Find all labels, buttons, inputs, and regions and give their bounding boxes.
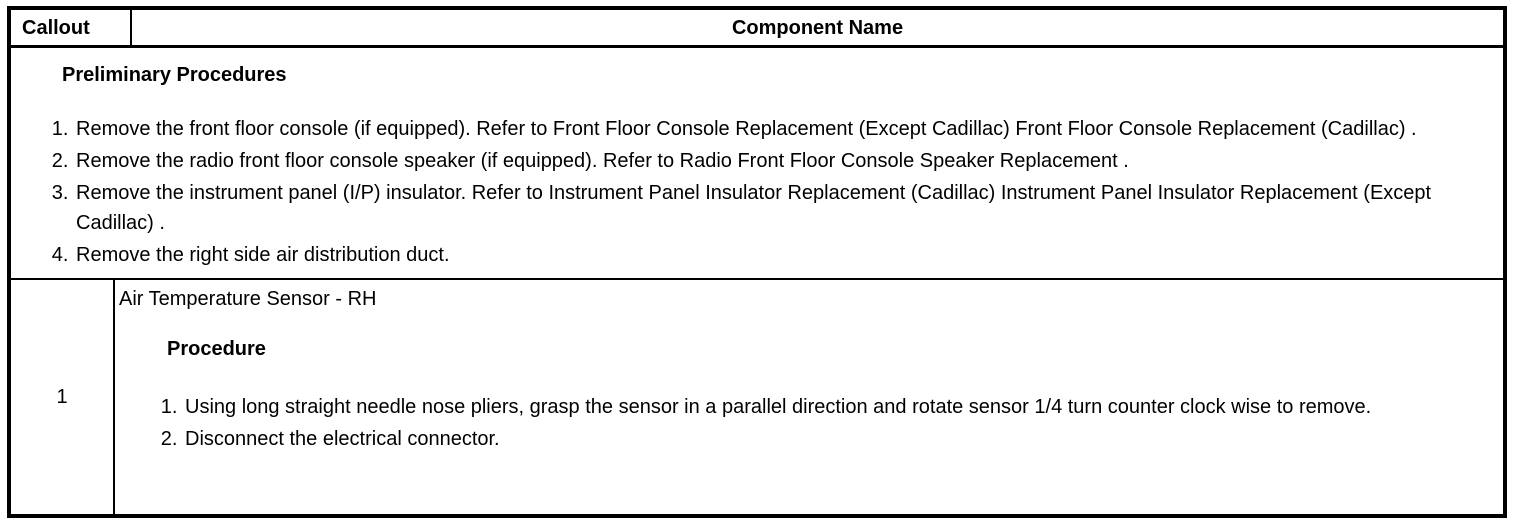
callout-column-header: Callout [11,10,132,45]
preliminary-step-1: Remove the front floor console (if equip… [74,114,1458,144]
component-name-column-header: Component Name [731,17,904,39]
callout-component-table: Callout Component Name Preliminary Proce… [7,6,1507,518]
preliminary-step-2: Remove the radio front floor console spe… [74,146,1458,176]
preliminary-procedures-row: Preliminary Procedures Remove the front … [11,48,1503,280]
procedure-step-1: Using long straight needle nose pliers, … [183,392,1465,422]
component-table-row: 1 Air Temperature Sensor - RH Procedure … [11,280,1503,514]
callout-number-cell: 1 [11,280,115,514]
component-description-cell: Air Temperature Sensor - RH Procedure Us… [115,280,1503,514]
preliminary-procedures-list: Remove the front floor console (if equip… [11,114,1458,270]
procedure-title: Procedure [167,338,266,360]
preliminary-procedures-title: Preliminary Procedures [62,64,287,86]
procedure-step-2: Disconnect the electrical connector. [183,424,1465,454]
component-name-text: Air Temperature Sensor - RH [119,288,377,310]
preliminary-step-4: Remove the right side air distribution d… [74,240,1458,270]
table-header-row: Callout Component Name [11,10,1503,48]
preliminary-step-3: Remove the instrument panel (I/P) insula… [74,178,1458,238]
procedure-steps-list: Using long straight needle nose pliers, … [119,392,1465,454]
